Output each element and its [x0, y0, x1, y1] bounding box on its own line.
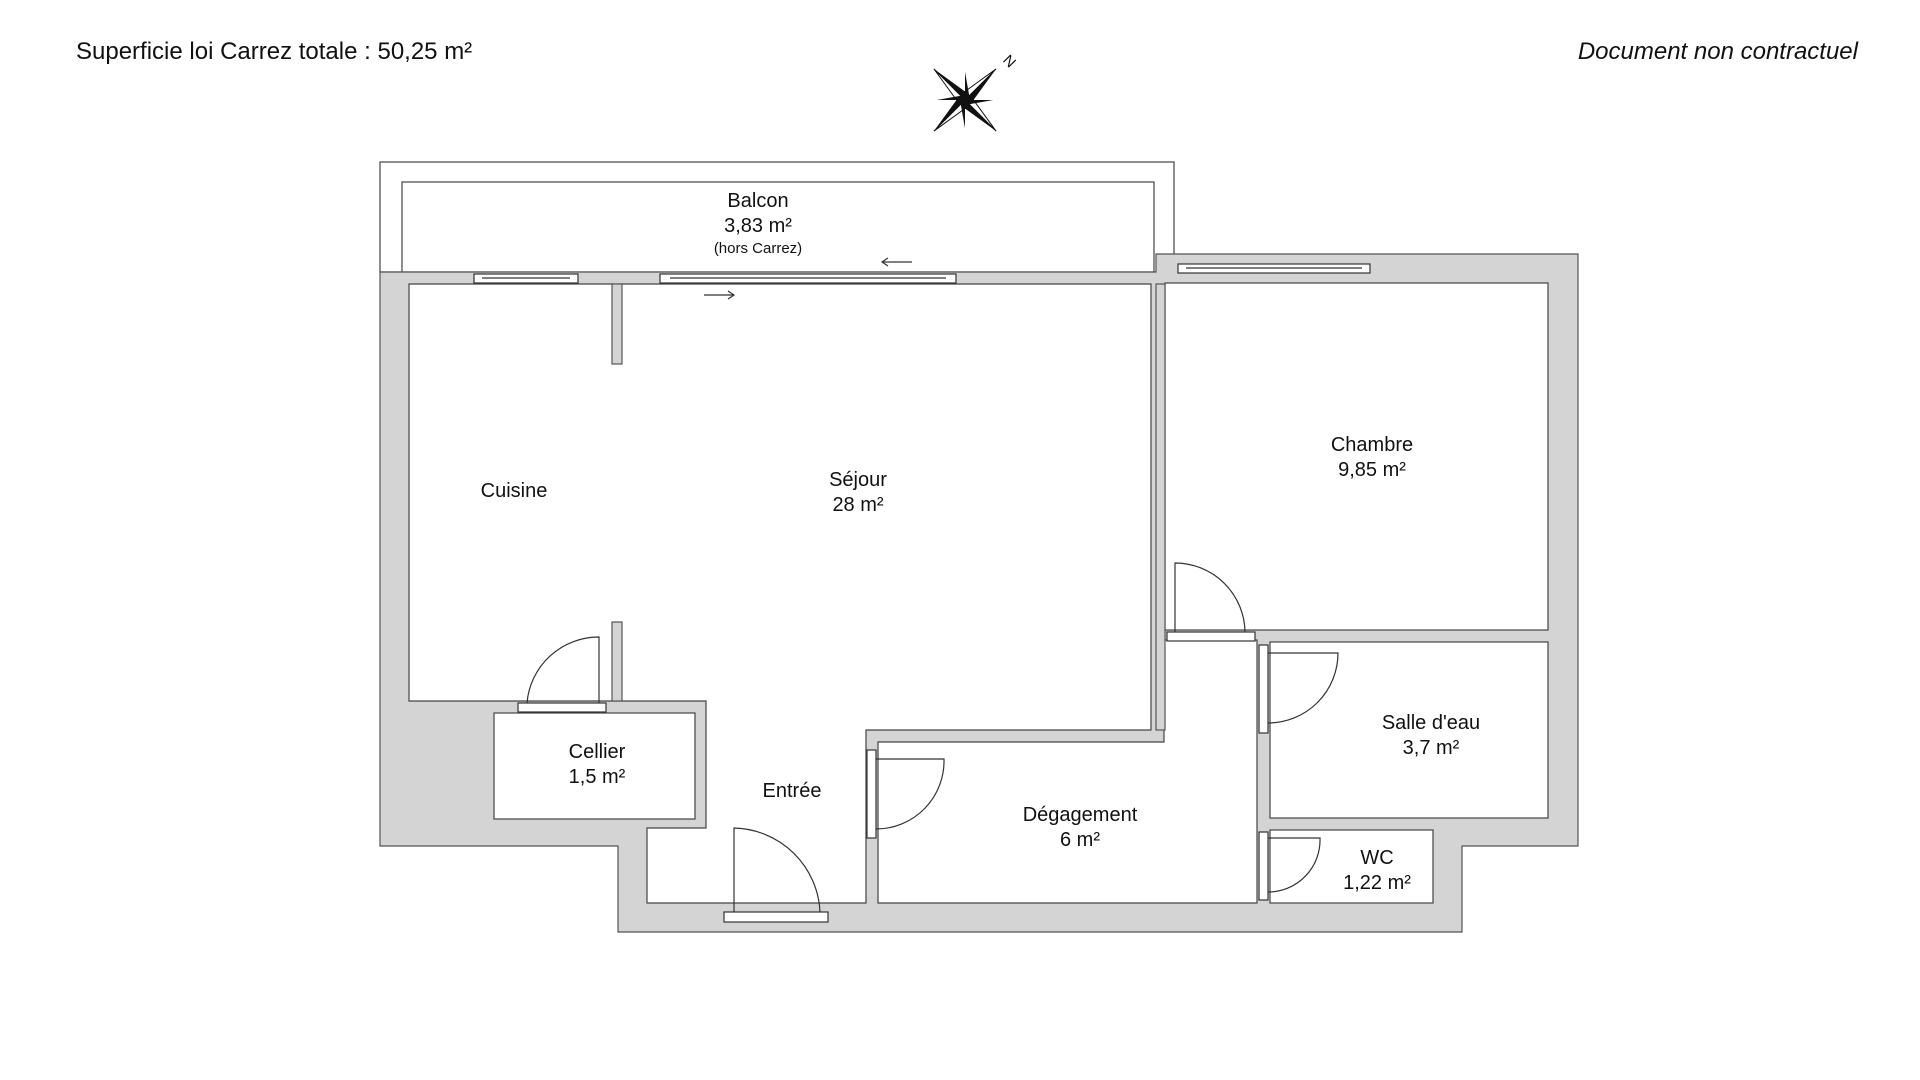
sejour-name: Séjour [829, 469, 887, 491]
room-degagement [877, 639, 1258, 904]
door-salle-eau [1258, 644, 1339, 734]
door-chambre [1166, 562, 1256, 642]
cellier-name: Cellier [569, 741, 626, 763]
compass-north-label: N [999, 52, 1019, 72]
partition-kitchen-bottom [611, 621, 623, 702]
door-degagement [866, 749, 945, 839]
partition-sejour-chambre [1155, 283, 1166, 731]
sliding-arrow-right-icon [704, 290, 736, 300]
room-chambre [1164, 282, 1549, 631]
balcon-name: Balcon [727, 190, 788, 212]
room-cellier [493, 712, 696, 820]
salle-eau-area: 3,7 m² [1403, 737, 1460, 759]
sejour-area: 28 m² [832, 494, 883, 516]
partition-kitchen-top [611, 283, 623, 365]
room-sejour-cuisine [408, 283, 1152, 904]
entree-name: Entrée [763, 780, 822, 802]
balcon-area: 3,83 m² [724, 215, 792, 237]
window-sliding-sejour [659, 273, 957, 284]
door-entrance [723, 827, 829, 923]
window-chambre [1177, 263, 1371, 274]
degagement-name: Dégagement [1023, 804, 1138, 826]
total-surface-label: Superficie loi Carrez totale : 50,25 m² [76, 38, 473, 65]
sliding-arrow-left-icon [880, 257, 912, 267]
room-wc [1269, 829, 1434, 904]
degagement-area: 6 m² [1060, 829, 1100, 851]
balcon-note: (hors Carrez) [714, 240, 802, 257]
compass-rose-icon [933, 68, 997, 132]
door-wc [1258, 831, 1321, 901]
chambre-area: 9,85 m² [1338, 459, 1406, 481]
balcony-inner [401, 181, 1155, 273]
cuisine-name: Cuisine [481, 480, 548, 502]
room-salle-eau [1269, 641, 1549, 819]
window-kitchen [473, 273, 579, 284]
salle-eau-name: Salle d'eau [1382, 712, 1480, 734]
disclaimer-label: Document non contractuel [1577, 38, 1858, 65]
wc-area: 1,22 m² [1343, 872, 1411, 894]
cellier-area: 1,5 m² [569, 766, 626, 788]
wc-name: WC [1360, 847, 1393, 869]
door-cellier [517, 636, 607, 713]
chambre-name: Chambre [1331, 434, 1413, 456]
